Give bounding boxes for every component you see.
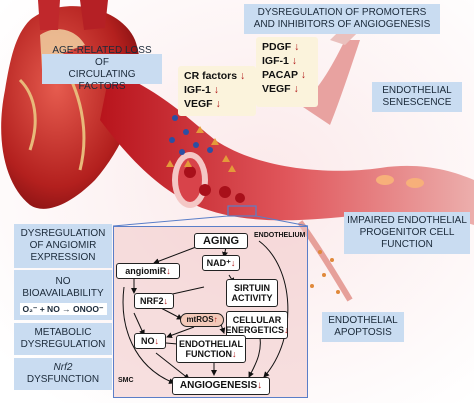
no-label: NO (141, 336, 155, 346)
apoptosis-line-2: APOPTOSIS (334, 327, 392, 338)
nrf2-node: NRF2↓ (134, 293, 174, 309)
endothelial-apoptosis-box: ENDOTHELIAL APOPTOSIS (322, 312, 404, 342)
nrf2-label: Nrf2 (53, 362, 73, 373)
endothelial-function-node: ENDOTHELIAL FUNCTION↓ (176, 335, 246, 363)
metabolic-line-2: DYSREGULATION (20, 339, 106, 350)
mtros-node: mtROS↑ (180, 313, 224, 327)
nrf2-dysfunction-label: DYSFUNCTION (26, 374, 100, 385)
no-node: NO↓ (134, 333, 166, 349)
cellular-line-2: ENERGETICS↓ (225, 325, 289, 335)
cellular-line-1: CELLULAR (232, 315, 282, 325)
smc-label: SMC (118, 377, 134, 384)
apoptotic-dots (310, 250, 340, 294)
factor-vegf: VEGF ↓ (262, 83, 299, 95)
cellular-energetics-node: CELLULAR ENERGETICS↓ (225, 311, 289, 339)
down-arrow-icon: ↓ (163, 296, 169, 306)
circulating-factors-box: CR factors ↓ IGF-1 ↓ VEGF ↓ (178, 66, 256, 116)
down-arrow-icon: ↓ (154, 336, 160, 346)
senescence-line-2: SENESCENCE (382, 97, 452, 108)
sirtuin-line-1: SIRTUIN (234, 283, 270, 293)
metabolic-dysregulation-box: METABOLIC DYSREGULATION (14, 323, 112, 355)
metabolic-line-1: METABOLIC (34, 327, 92, 338)
down-arrow-icon: ↓ (166, 266, 171, 276)
angiogenesis-node: ANGIOGENESIS↓ (172, 377, 270, 395)
endothelial-senescence-box: ENDOTHELIAL SENESCENCE (372, 82, 462, 112)
factor-pacap: PACAP ↓ (262, 69, 306, 81)
angiogenesis-dysregulation-title: DYSREGULATION OF PROMOTERS AND INHIBITOR… (244, 4, 440, 34)
nrf2-node-label: NRF2 (139, 296, 164, 306)
progenitor-line-1: IMPAIRED ENDOTHELIAL (347, 215, 467, 226)
angiomir-line-2: OF ANGIOMIR (29, 240, 97, 251)
no-equation: O₂⁻ + NO → ONOO⁻ (19, 302, 107, 315)
factor-pdgf: PDGF ↓ (262, 41, 300, 53)
down-arrow-icon: ↓ (215, 98, 221, 110)
mtros-label: mtROS (186, 315, 214, 324)
sirtuin-line-2: ACTIVITY (231, 293, 273, 303)
age-loss-line-2: CIRCULATING FACTORS (68, 69, 136, 92)
senescence-line-1: ENDOTHELIAL (382, 85, 452, 96)
factor-cr: CR factors ↓ (184, 70, 246, 82)
angiomir-dysregulation-box: DYSREGULATION OF ANGIOMIR EXPRESSION (14, 224, 112, 268)
aging-label: AGING (202, 235, 240, 247)
title-line-2: AND INHIBITORS OF ANGIOGENESIS (253, 19, 431, 30)
endo-fn-line-1: ENDOTHELIAL (179, 339, 243, 349)
down-arrow-icon: ↓ (294, 41, 300, 53)
angiogenesis-label: ANGIOGENESIS (179, 380, 258, 391)
down-arrow-icon: ↓ (300, 69, 306, 81)
down-arrow-icon: ↓ (230, 258, 236, 268)
nad-node: NAD⁺↓ (202, 255, 240, 271)
down-arrow-icon: ↓ (293, 83, 299, 95)
title-line-1: DYSREGULATION OF PROMOTERS (257, 7, 427, 18)
endothelium-label: ENDOTHELIUM (254, 232, 306, 239)
age-related-loss-box: AGE-RELATED LOSS OF CIRCULATING FACTORS (42, 45, 162, 92)
angiomir-label: angiomiR (125, 266, 167, 276)
down-arrow-icon: ↓ (232, 349, 237, 359)
angiomir-node: angiomiR↓ (116, 263, 180, 279)
factor-igf1: IGF-1 ↓ (262, 55, 298, 67)
endo-fn-line-2: FUNCTION↓ (185, 349, 237, 359)
down-arrow-icon: ↓ (291, 55, 298, 67)
no-bioavailability-box: NO BIOAVAILABILITY O₂⁻ + NO → ONOO⁻ (14, 270, 112, 320)
no-bio-line-1: NO (55, 275, 71, 287)
down-arrow-icon: ↓ (240, 70, 246, 82)
factor-igf1-circ: IGF-1 ↓ (184, 84, 220, 96)
nad-label: NAD⁺ (206, 258, 231, 268)
down-arrow-icon: ↓ (284, 325, 289, 335)
no-bio-line-2: BIOAVAILABILITY (22, 287, 104, 299)
nrf2-dysfunction-box: Nrf2 DYSFUNCTION (14, 358, 112, 390)
age-loss-line-1: AGE-RELATED LOSS OF (52, 45, 152, 68)
angiogenesis-factors-box: PDGF ↓ IGF-1 ↓ PACAP ↓ VEGF ↓ (256, 37, 318, 107)
circulating-particles (166, 115, 236, 172)
sirtuin-node: SIRTUIN ACTIVITY (226, 279, 278, 307)
down-arrow-icon: ↓ (257, 380, 263, 391)
apoptosis-line-1: ENDOTHELIAL (328, 315, 398, 326)
progenitor-line-3: FUNCTION (381, 239, 433, 250)
angiomir-line-1: DYSREGULATION (20, 228, 106, 239)
down-arrow-icon: ↓ (213, 84, 220, 96)
mechanism-inset: ENDOTHELIUM SMC AGING NAD⁺↓ angiomiR↓ SI… (113, 226, 308, 398)
factor-vegf-circ: VEGF ↓ (184, 98, 221, 110)
aging-node: AGING (194, 233, 248, 249)
angiomir-line-3: EXPRESSION (30, 252, 96, 263)
progenitor-line-2: PROGENITOR CELL (359, 227, 455, 238)
impaired-progenitor-box: IMPAIRED ENDOTHELIAL PROGENITOR CELL FUN… (344, 212, 470, 254)
